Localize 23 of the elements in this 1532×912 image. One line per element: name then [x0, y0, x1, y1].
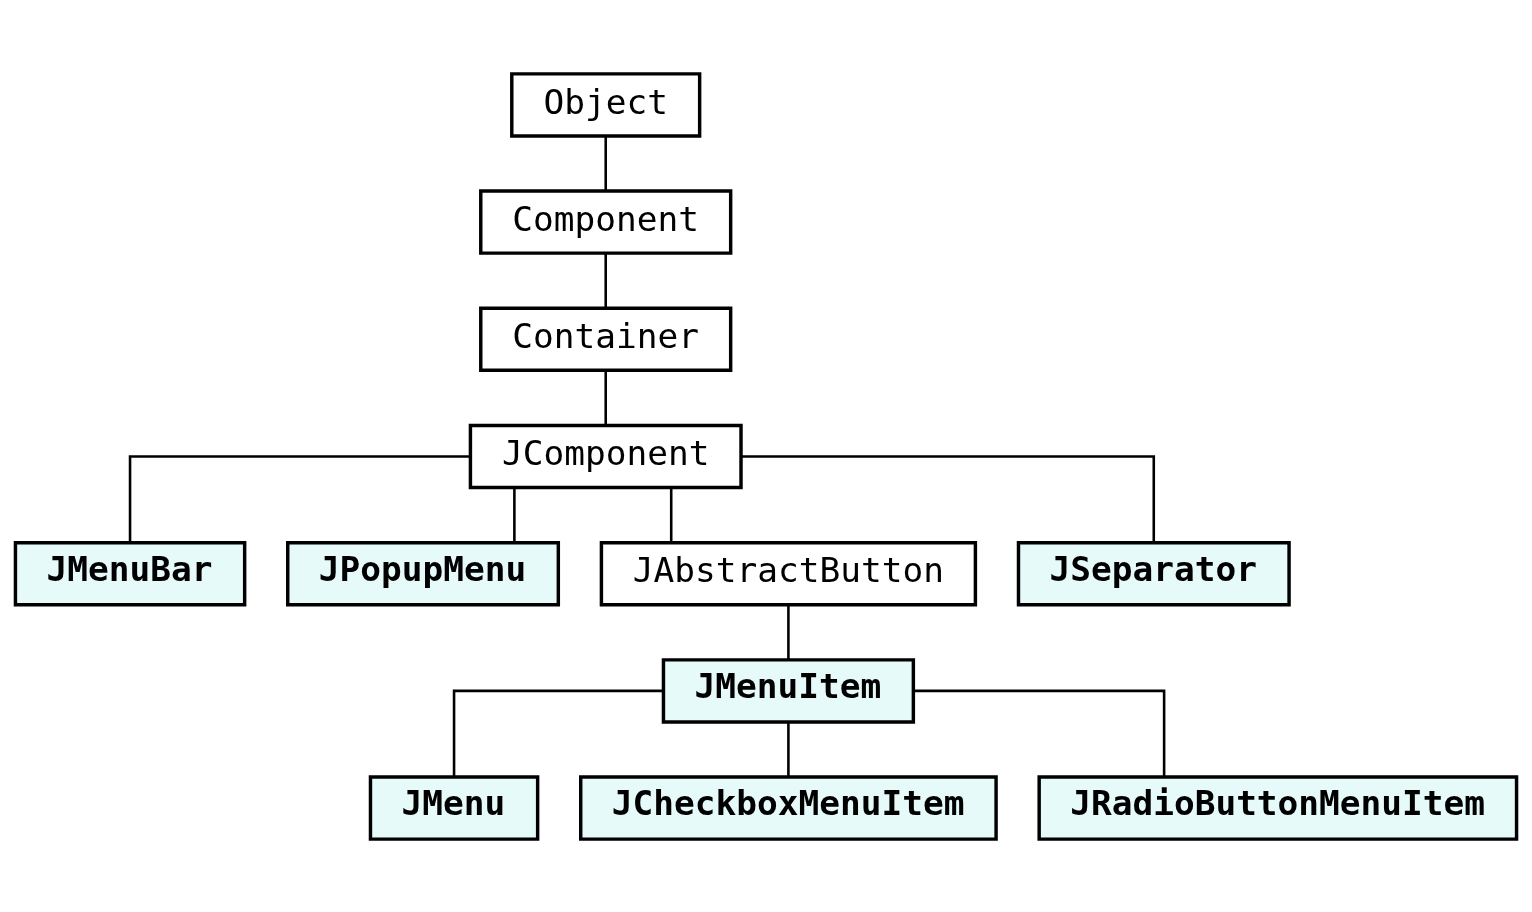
connector: [787, 604, 790, 659]
node-box: JRadioButtonMenuItem: [1037, 774, 1519, 841]
connector: [913, 689, 1166, 777]
connector: [128, 454, 471, 542]
connector: [787, 721, 790, 777]
node-box: JComponent: [468, 423, 743, 489]
node-box: Object: [510, 71, 702, 138]
node-box: JMenuItem: [661, 657, 916, 724]
node-box: Component: [479, 188, 733, 255]
node-box: JSeparator: [1016, 540, 1291, 606]
connector: [741, 454, 1156, 542]
node-box: JMenu: [368, 774, 540, 841]
connector: [452, 689, 664, 777]
node-box: Container: [479, 306, 733, 372]
connector: [604, 253, 607, 308]
connector: [604, 135, 607, 191]
connector: [604, 370, 607, 425]
node-box: JCheckboxMenuItem: [579, 774, 998, 841]
node-box: JMenuBar: [13, 540, 247, 606]
node-box: JPopupMenu: [286, 540, 561, 606]
connector: [669, 487, 673, 542]
node-box: JAbstractButton: [599, 540, 978, 606]
connector: [513, 487, 516, 542]
